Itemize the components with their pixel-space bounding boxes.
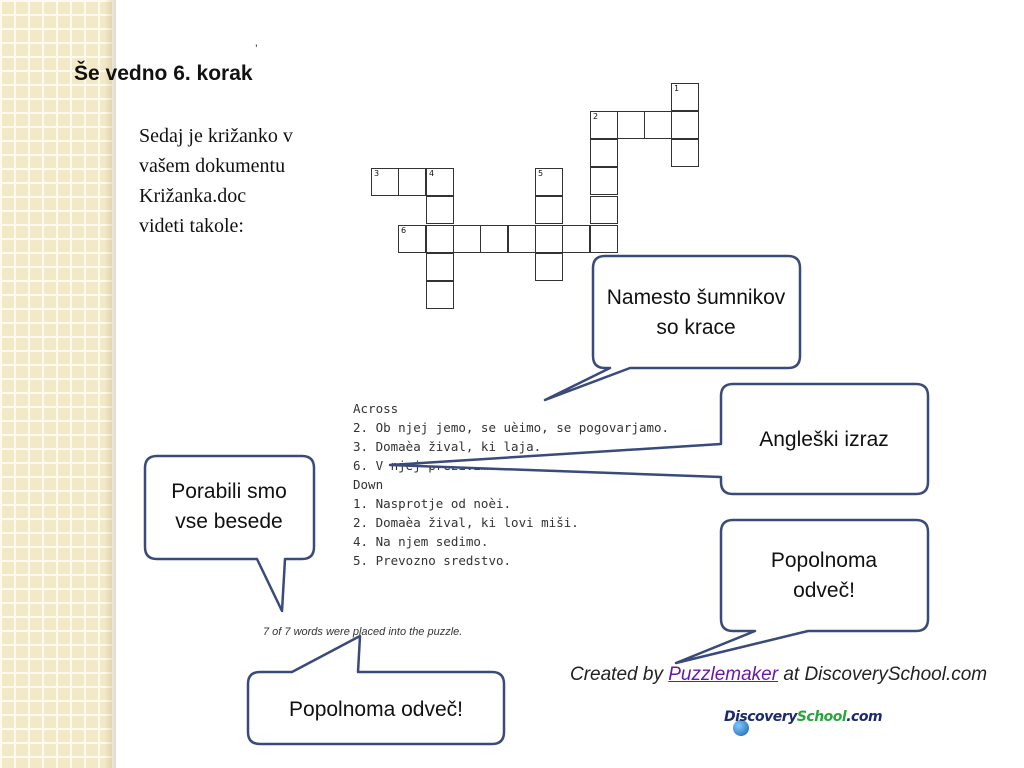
- grid-cell: [535, 196, 563, 224]
- clue-number: 5: [538, 169, 544, 178]
- grid-cell: [480, 225, 508, 253]
- clue-number: 1: [674, 84, 680, 93]
- grid-cell: [590, 167, 618, 195]
- grid-cell: 6: [398, 225, 426, 253]
- grid-cell: [426, 196, 454, 224]
- grid-cell: [426, 281, 454, 309]
- grid-cell: [590, 139, 618, 167]
- grid-cell: 1: [671, 83, 699, 111]
- callout-angleski-bubble: [388, 382, 930, 496]
- callout-odvec-right-bubble: [674, 518, 930, 665]
- grid-cell: [590, 196, 618, 224]
- intro-line: videti takole:: [139, 215, 244, 237]
- slide-title: Še vedno 6. korak: [74, 62, 253, 85]
- discoveryschool-logo: DiscoverySchool.com: [724, 709, 883, 725]
- tick-mark: ’: [255, 42, 258, 56]
- clue-line: 5. Prevozno sredstvo.: [353, 553, 512, 568]
- intro-line: Sedaj je križanko v: [139, 125, 293, 147]
- callout-sumniki-bubble: [543, 254, 802, 402]
- clue-line: 4. Na njem sedimo.: [353, 534, 489, 549]
- grid-cell: [426, 253, 454, 281]
- grid-cell: [671, 139, 699, 167]
- intro-line: Križanka.doc: [139, 185, 247, 207]
- grid-cell: 3: [371, 168, 399, 196]
- clue-number: 4: [429, 169, 435, 178]
- clue-line: 3. Domaèa žival, ki laja.: [353, 439, 542, 454]
- clue-number: 3: [374, 169, 380, 178]
- side-strip-shadow: [104, 0, 116, 768]
- grid-cell: 2: [590, 111, 618, 139]
- grid-cell: [398, 168, 426, 196]
- credit-suffix: at DiscoverySchool.com: [778, 664, 988, 685]
- callout-sumniki-text: Namesto šumnikov so krace: [606, 286, 786, 339]
- clue-heading-down: Down: [353, 477, 384, 492]
- puzzlemaker-link[interactable]: Puzzlemaker: [668, 664, 779, 685]
- globe-icon: [733, 720, 749, 736]
- grid-cell: [562, 225, 590, 253]
- callout-odvec-right-text: Popolnoma odveč!: [770, 549, 878, 602]
- callout-porabili-text: Porabili smo vse besede: [171, 480, 287, 533]
- grid-cell: [644, 111, 672, 139]
- words-placed-note: 7 of 7 words were placed into the puzzle…: [263, 626, 463, 638]
- clue-list: Across 2. Ob njej jemo, se uèimo, se pogo…: [353, 380, 669, 589]
- credit-prefix: Created by: [570, 664, 669, 685]
- callout-odvec-bottom-text: Popolnoma odveč!: [289, 698, 463, 721]
- clue-line: 1. Nasprotje od noèi.: [353, 496, 512, 511]
- grid-cell: [590, 225, 618, 253]
- clue-number: 2: [593, 112, 599, 121]
- intro-line: vašem dokumentu: [139, 155, 286, 177]
- clue-line: 2. Ob njej jemo, se uèimo, se pogovarjam…: [353, 420, 670, 435]
- intro-text: Sedaj je križanko v vašem dokumentu Križ…: [139, 121, 359, 241]
- callout-porabili-bubble: [143, 454, 316, 613]
- callout-odvec-bottom-bubble: [246, 634, 506, 746]
- decorative-side-strip: [0, 0, 112, 768]
- grid-cell: 5: [535, 168, 563, 196]
- grid-cell: [535, 253, 563, 281]
- clue-heading-across: Across: [353, 401, 399, 416]
- credit-line: Created by Puzzlemaker at DiscoverySchoo…: [570, 664, 987, 686]
- clue-number: 6: [401, 226, 407, 235]
- grid-cell: 4: [426, 168, 454, 196]
- callout-angleski-text: Angleški izraz: [759, 428, 889, 451]
- grid-cell: [671, 111, 699, 139]
- clue-line: 2. Domaèa žival, ki lovi miši.: [353, 515, 579, 530]
